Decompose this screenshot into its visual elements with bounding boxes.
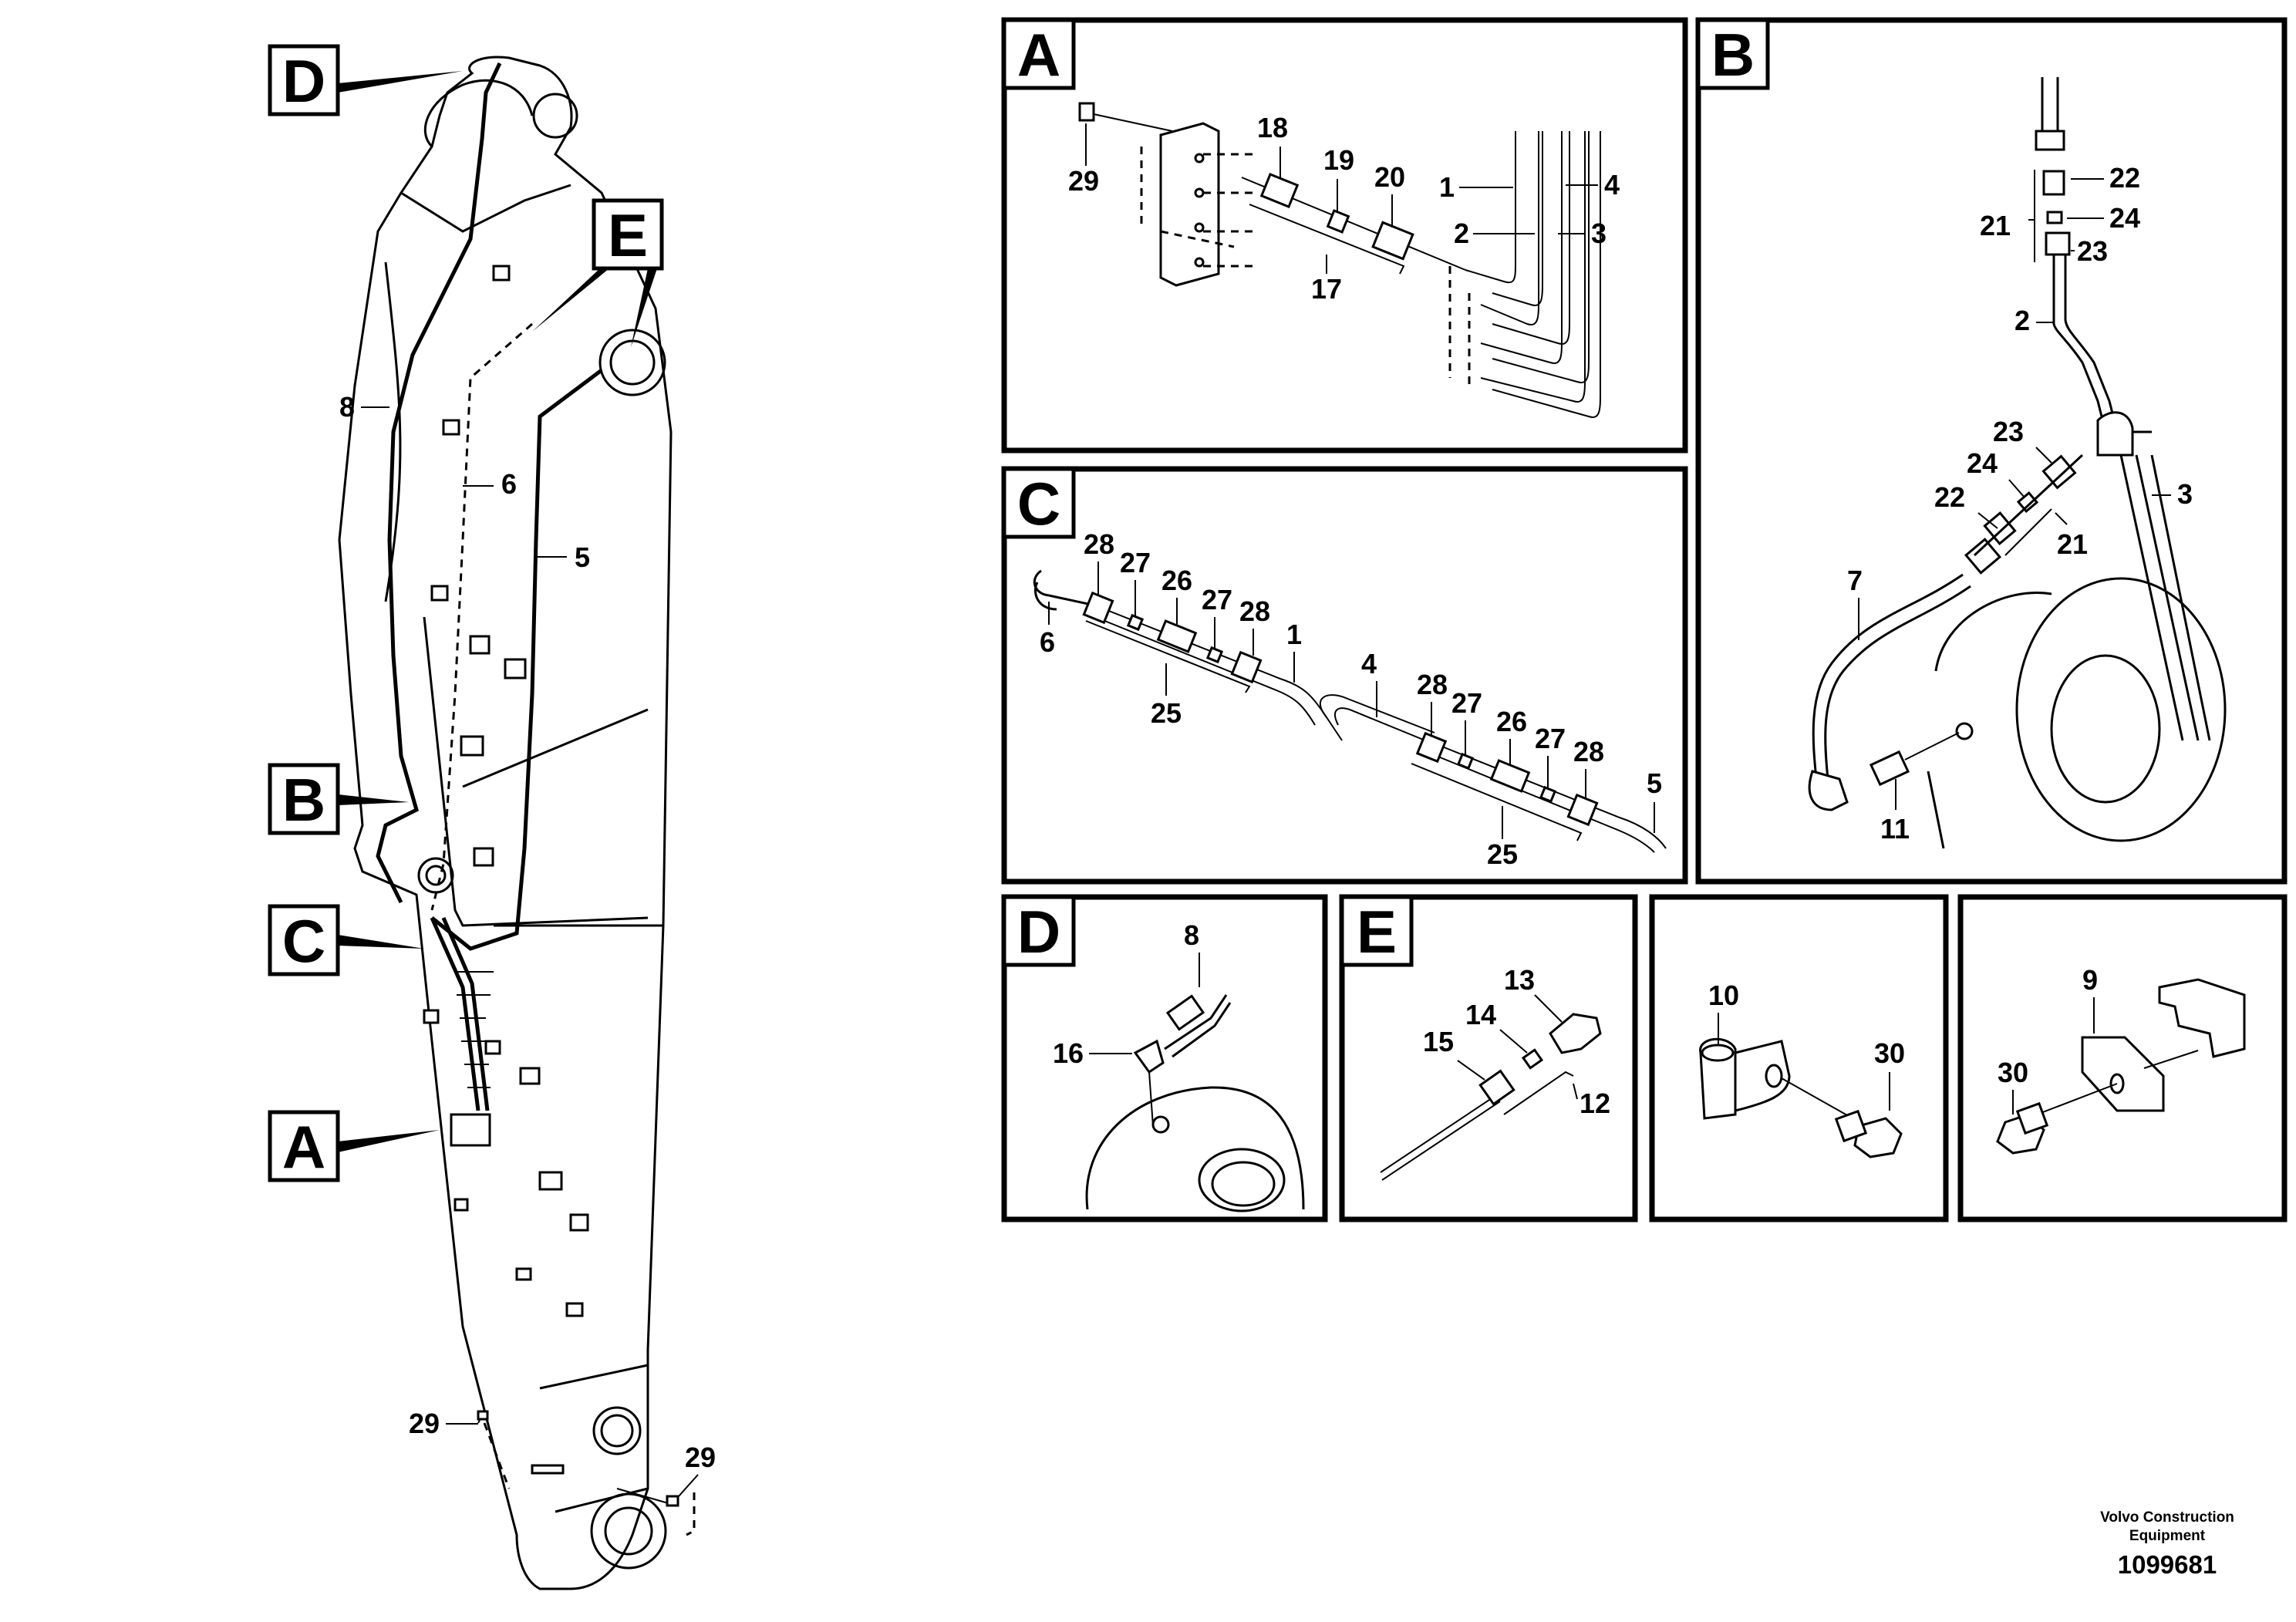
callout-b: B xyxy=(268,763,409,835)
panel-c-label-28a: 28 xyxy=(1084,528,1114,560)
panel-d-label-16: 16 xyxy=(1053,1037,1084,1069)
panel-c-label-28b: 28 xyxy=(1239,595,1270,627)
panel-b-title: B xyxy=(1711,21,1755,89)
panel-c-label-27a: 27 xyxy=(1120,547,1151,578)
callout-a: A xyxy=(268,1110,440,1182)
panel-clamp-label-10: 10 xyxy=(1708,980,1739,1011)
panel-b-label-3: 3 xyxy=(2177,478,2193,510)
panel-c-label-28c: 28 xyxy=(1417,669,1448,700)
company-name-line2: Equipment xyxy=(2129,1528,2206,1544)
panel-c-label-5: 5 xyxy=(1647,767,1662,799)
panel-a-label-2: 2 xyxy=(1454,218,1469,249)
panel-a-label-4: 4 xyxy=(1604,169,1620,201)
panel-b-label-7: 7 xyxy=(1847,565,1863,596)
label-29-left: 29 xyxy=(409,1408,440,1439)
panel-c-label-4: 4 xyxy=(1361,648,1377,679)
label-8: 8 xyxy=(339,391,355,423)
panel-a-label-19: 19 xyxy=(1323,144,1354,176)
panel-c-label-27c: 27 xyxy=(1451,687,1482,719)
panel-e: E 13 14 15 12 xyxy=(1339,894,1638,1222)
panel-d-title: D xyxy=(1017,898,1060,966)
panel-a: A 29 18 19 20 1 4 xyxy=(1001,17,1688,454)
panel-e-label-13: 13 xyxy=(1504,964,1535,996)
panel-e-label-12: 12 xyxy=(1580,1088,1610,1119)
callout-e: E xyxy=(532,198,664,347)
panel-c: C 28 27 26 27 28 1 6 xyxy=(1001,466,1688,885)
label-5: 5 xyxy=(575,541,590,573)
panel-b-label-21-top: 21 xyxy=(1980,210,2011,241)
footer: Volvo Construction Equipment 1099681 xyxy=(2100,1509,2234,1579)
boom-illustration xyxy=(338,56,696,1590)
panel-c-label-28d: 28 xyxy=(1573,736,1604,767)
callout-d-label: D xyxy=(282,47,325,115)
panel-bracket-label-30: 30 xyxy=(1998,1057,2028,1088)
panel-c-label-1: 1 xyxy=(1286,619,1302,650)
panel-b-label-21-mid: 21 xyxy=(2057,528,2088,560)
panel-bracket: 9 30 xyxy=(1957,894,2288,1222)
panel-a-label-20: 20 xyxy=(1374,161,1405,193)
callout-b-label: B xyxy=(282,766,325,834)
panel-a-label-18: 18 xyxy=(1257,112,1288,143)
callout-d: D xyxy=(268,44,463,116)
panel-c-label-27b: 27 xyxy=(1202,584,1232,615)
panel-b-label-22-top: 22 xyxy=(2109,162,2140,194)
panel-c-label-25a: 25 xyxy=(1151,697,1182,729)
panel-b: B 22 21 24 xyxy=(1695,17,2288,885)
panel-c-label-6: 6 xyxy=(1040,626,1055,658)
callout-a-label: A xyxy=(282,1113,325,1181)
panel-b-label-24-mid: 24 xyxy=(1967,447,1998,479)
panel-a-label-17: 17 xyxy=(1311,273,1342,305)
panel-d: D 8 16 xyxy=(1001,894,1328,1222)
label-29-right: 29 xyxy=(685,1442,716,1473)
panel-a-title: A xyxy=(1017,21,1060,89)
panel-a-label-29: 29 xyxy=(1068,165,1099,197)
company-name-line1: Volvo Construction xyxy=(2100,1509,2234,1526)
panel-b-label-23-mid: 23 xyxy=(1993,416,2024,447)
panel-a-label-3: 3 xyxy=(1591,218,1607,249)
callout-c: C xyxy=(268,904,424,976)
panel-clamp-label-30: 30 xyxy=(1874,1037,1905,1069)
drawing-number: 1099681 xyxy=(2118,1550,2217,1579)
label-6: 6 xyxy=(501,468,517,500)
panel-d-label-8: 8 xyxy=(1184,919,1199,951)
panel-c-label-26b: 26 xyxy=(1496,706,1527,737)
callout-c-label: C xyxy=(282,907,325,975)
panel-c-label-26a: 26 xyxy=(1161,565,1192,596)
panel-b-label-22-mid: 22 xyxy=(1934,481,1965,513)
callout-e-label: E xyxy=(608,201,648,269)
panel-c-title: C xyxy=(1017,470,1060,538)
panel-c-label-27d: 27 xyxy=(1535,723,1566,754)
panel-a-label-1: 1 xyxy=(1439,171,1455,203)
panel-b-label-11: 11 xyxy=(1880,813,1910,845)
panel-c-label-25b: 25 xyxy=(1487,838,1518,870)
panel-bracket-label-9: 9 xyxy=(2082,964,2098,996)
panel-clamp: 10 30 xyxy=(1649,894,1949,1222)
panel-e-label-15: 15 xyxy=(1423,1026,1454,1057)
panel-e-label-14: 14 xyxy=(1465,999,1496,1030)
panel-e-title: E xyxy=(1357,898,1397,966)
panel-b-label-24-top: 24 xyxy=(2109,202,2140,234)
panel-b-label-23-top: 23 xyxy=(2077,235,2108,267)
panel-b-label-2: 2 xyxy=(2014,305,2030,336)
